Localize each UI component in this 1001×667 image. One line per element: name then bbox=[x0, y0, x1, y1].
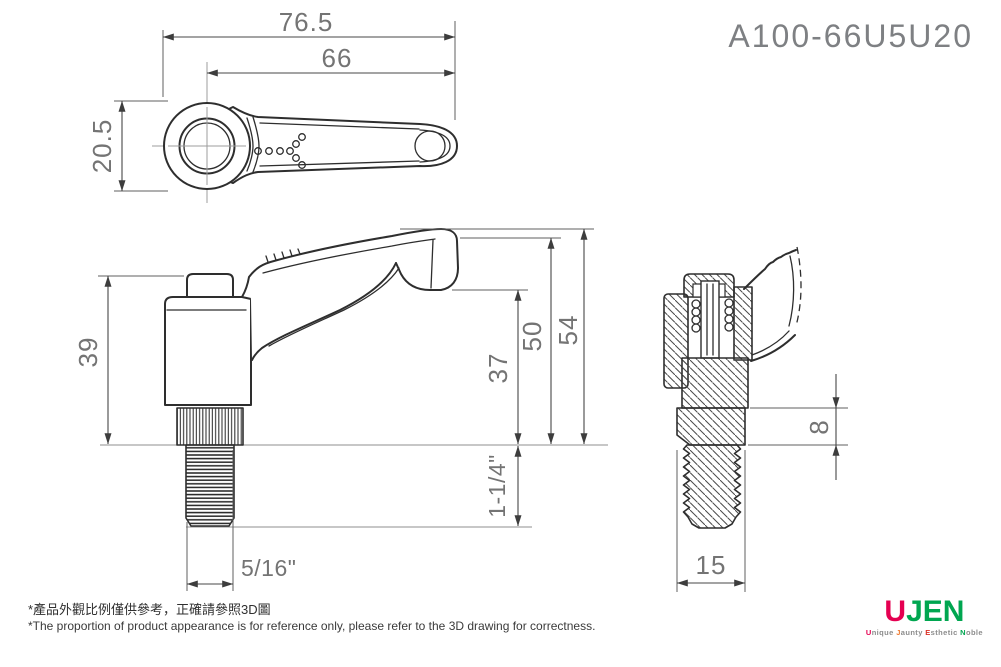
svg-text:76.5: 76.5 bbox=[279, 7, 334, 37]
dim-front-grip-top: 50 bbox=[460, 237, 561, 445]
arm-bottom-inner-line bbox=[259, 160, 420, 167]
ujen-logo: UJEN Unique Jaunty Esthetic Noble bbox=[865, 595, 983, 638]
knurled-nut bbox=[176, 407, 244, 446]
dim-front-body-height: 39 bbox=[73, 275, 184, 445]
end-hole-circle bbox=[414, 130, 446, 162]
top-view: 76.5 66 20.5 bbox=[87, 7, 458, 203]
dim-front-overall-height: 54 bbox=[400, 228, 594, 445]
arm-top-inner-line bbox=[259, 122, 420, 130]
svg-text:50: 50 bbox=[517, 321, 547, 352]
dim-top-center-to-end: 66 bbox=[206, 43, 456, 77]
logo-wordmark: UJEN bbox=[884, 595, 965, 628]
svg-text:37: 37 bbox=[483, 353, 513, 384]
part-number: A100-66U5U20 bbox=[728, 18, 973, 54]
dim-top-overall-width: 76.5 bbox=[162, 7, 456, 120]
svg-text:39: 39 bbox=[73, 337, 103, 368]
grip-serrations bbox=[265, 248, 301, 263]
hub-section bbox=[733, 286, 753, 361]
svg-text:54: 54 bbox=[553, 315, 583, 346]
handle-stub bbox=[743, 246, 802, 362]
front-view: 39 37 50 54 1-1/4" bbox=[73, 228, 608, 591]
grip-dot-pattern bbox=[254, 133, 306, 169]
dim-front-grip-bottom: 37 bbox=[452, 289, 528, 445]
grip-cap-line bbox=[430, 239, 434, 289]
collar-section bbox=[676, 407, 746, 446]
handle-lever bbox=[241, 228, 459, 361]
handle-underside-inner-line bbox=[268, 267, 400, 347]
svg-text:15: 15 bbox=[696, 550, 727, 580]
disclaimer-en: *The proportion of product appearance is… bbox=[28, 619, 596, 633]
svg-text:66: 66 bbox=[322, 43, 353, 73]
side-section-view: 8 15 bbox=[663, 246, 848, 592]
svg-text:1-1/4": 1-1/4" bbox=[484, 454, 510, 518]
break-line bbox=[795, 246, 802, 327]
dim-side-collar-height: 8 bbox=[748, 374, 848, 480]
stud-section bbox=[682, 444, 742, 529]
dim-front-thread-size: 5/16" bbox=[186, 450, 296, 591]
svg-text:5/16": 5/16" bbox=[241, 555, 296, 581]
threaded-stud bbox=[185, 444, 235, 527]
svg-text:8: 8 bbox=[804, 419, 834, 434]
lower-body-section bbox=[681, 357, 749, 409]
handle-top-mold-line bbox=[262, 238, 436, 274]
clamp-body bbox=[164, 296, 252, 406]
disclaimer-notes: *產品外觀比例僅供參考，正確請參照3D圖 *The proportion of … bbox=[28, 601, 595, 635]
screw-stem bbox=[700, 280, 720, 359]
dim-front-thread-length: 1-1/4" bbox=[484, 445, 522, 527]
logo-tagline: Unique Jaunty Esthetic Noble bbox=[865, 628, 983, 637]
disclaimer-zh: *產品外觀比例僅供參考，正確請參照3D圖 bbox=[28, 602, 271, 617]
neck-junction-line bbox=[246, 117, 254, 172]
svg-text:20.5: 20.5 bbox=[87, 119, 117, 174]
push-button bbox=[186, 273, 234, 298]
neck-junction-line bbox=[252, 116, 260, 173]
spring-coils bbox=[691, 298, 734, 333]
dim-top-boss-diameter: 20.5 bbox=[87, 100, 168, 192]
dim-side-base-width: 15 bbox=[676, 450, 746, 592]
